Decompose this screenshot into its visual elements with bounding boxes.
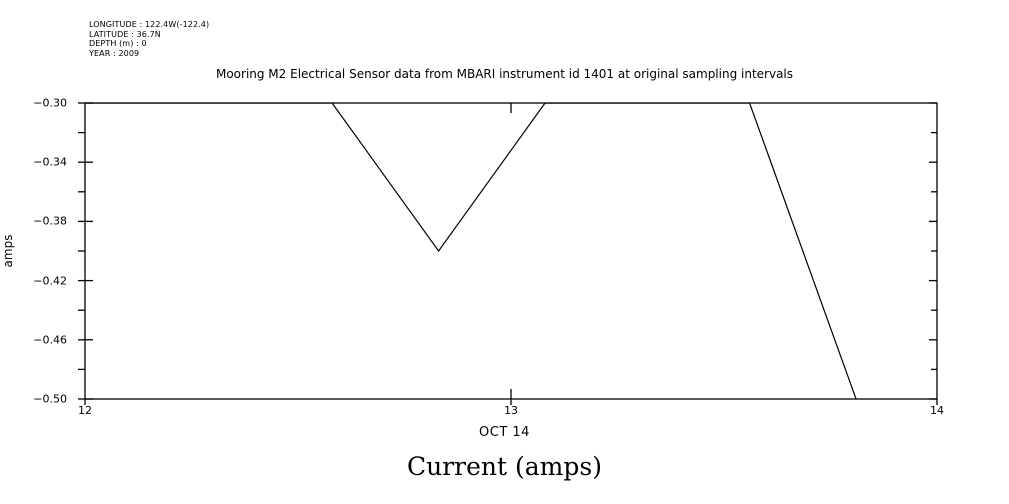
- data-line: [85, 103, 857, 399]
- chart-title: Mooring M2 Electrical Sensor data from M…: [215, 67, 794, 81]
- metadata-longitude: LONGITUDE : 122.4W(-122.4): [89, 20, 210, 29]
- x-axis-ticks: [84, 103, 938, 405]
- y-axis-label: amps: [1, 234, 15, 268]
- y-axis-ticks: [78, 102, 937, 400]
- y-axis-minor-ticks: [78, 131, 937, 371]
- x-axis-label: OCT 14: [479, 425, 530, 440]
- y-tick-label: −0.50: [33, 392, 67, 406]
- plot-frame: [84, 102, 938, 400]
- y-tick-label: −0.46: [33, 333, 67, 347]
- x-tick-label: 13: [504, 404, 518, 417]
- y-tick-label: −0.38: [33, 214, 67, 228]
- metadata-latitude: LATITUDE : 36.7N: [89, 29, 161, 39]
- metadata-depth: DEPTH (m) : 0: [89, 39, 147, 49]
- data-series-group: [85, 103, 857, 399]
- y-tick-label: −0.42: [33, 274, 67, 288]
- metadata-block: LONGITUDE : 122.4W(-122.4) LATITUDE : 36…: [89, 20, 209, 58]
- metadata-year: YEAR : 2009: [89, 48, 140, 58]
- x-tick-label: 14: [930, 404, 944, 417]
- x-tick-label: 12: [78, 404, 92, 417]
- y-tick-label: −0.30: [33, 96, 67, 110]
- y-tick-label: −0.34: [33, 155, 67, 169]
- figure-caption: Current (amps): [407, 452, 602, 481]
